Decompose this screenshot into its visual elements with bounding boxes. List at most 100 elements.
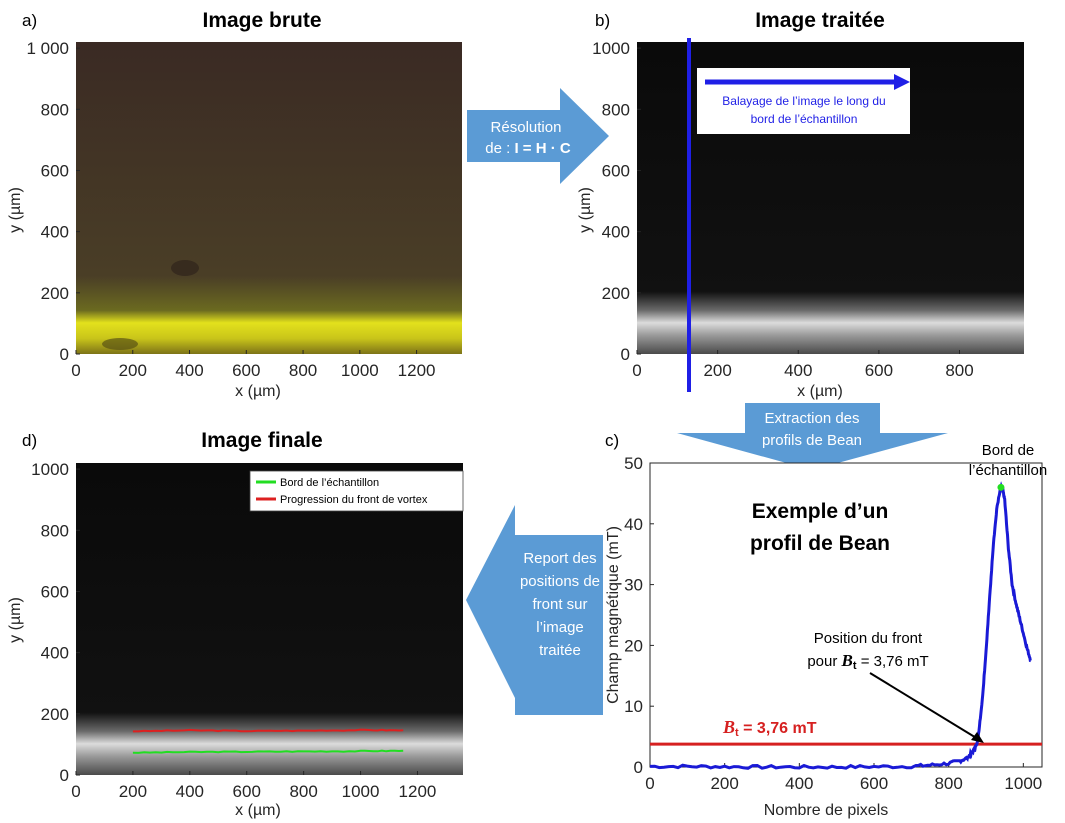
resolution-text-line1: Résolution [491,119,562,136]
vortex-front-line [132,728,404,733]
y-tick-label: 1000 [31,460,69,479]
front-note-line2: pour Bt = 3,76 mT [807,651,928,672]
y-tick-label: 20 [624,636,643,655]
raw-image-defect [102,338,138,350]
panel-b-xlabel: x (µm) [797,383,843,400]
y-tick-label: 800 [41,100,69,119]
scan-note-line1: Balayage de l’image le long du [722,94,885,108]
legend-edge-label: Bord de l’échantillon [280,477,379,489]
panel-a-xlabel: x (µm) [235,383,281,400]
x-tick-label: 400 [785,774,813,793]
extraction-text-line2: profils de Bean [762,432,862,449]
y-tick-label: 30 [624,576,643,595]
x-tick-label: 600 [232,361,260,380]
resolution-formula: I = H · C [514,140,570,157]
panel-c-xlabel: Nombre de pixels [764,802,889,819]
panel-b-title: Image traitée [755,9,885,32]
x-tick-label: 200 [710,774,738,793]
report-text-line3: front sur [532,596,587,613]
front-note-suffix: = 3,76 mT [857,653,929,670]
extraction-arrow-shape [677,403,948,470]
x-tick-label: 1000 [1004,774,1042,793]
front-pointer-line [869,672,979,740]
y-tick-label: 1000 [592,39,630,58]
resolution-text-prefix: de : [485,140,514,157]
y-tick-label: 600 [41,582,69,601]
x-tick-label: 600 [233,782,261,801]
scan-note-box [697,68,910,134]
x-tick-label: 800 [289,361,317,380]
x-tick-label: 200 [119,782,147,801]
front-note-prefix: pour [807,653,841,670]
panel-d-ylabel: y (µm) [7,597,24,643]
panel-d-letter: d) [22,431,37,450]
x-tick-label: 200 [703,361,731,380]
report-arrow-shape [466,505,603,715]
sample-edge-line [132,749,404,754]
report-text-line2: positions de [520,573,600,590]
y-tick-label: 200 [41,705,69,724]
front-pointer-head [971,732,984,743]
y-tick-label: 600 [41,161,69,180]
x-tick-label: 800 [289,782,317,801]
resolution-arrow: Résolution de : I = H · C [467,88,609,184]
x-tick-label: 200 [119,361,147,380]
x-tick-label: 0 [71,361,80,380]
report-text-line4: l’image [536,619,584,636]
threshold-sub: t [735,727,739,739]
x-tick-label: 0 [71,782,80,801]
sample-edge-point [997,483,1005,491]
scan-arrow-head [894,74,910,90]
y-tick-label: 0 [60,766,69,785]
extraction-arrow: Extraction des profils de Bean [677,403,948,470]
x-tick-label: 0 [645,774,654,793]
x-tick-label: 1200 [398,361,436,380]
y-tick-label: 50 [624,454,643,473]
raw-image [76,42,462,354]
resolution-arrow-shape [467,88,609,184]
x-tick-label: 0 [632,361,641,380]
y-tick-label: 400 [41,644,69,663]
x-tick-label: 600 [865,361,893,380]
panel-b-letter: b) [595,11,610,30]
y-tick-label: 10 [624,697,643,716]
front-note-symbol: B [841,651,853,670]
profile-heading-line1: Exemple d’un [752,500,889,523]
panel-d-title: Image finale [201,429,322,452]
panel-d: d) Image finale Bord de l’échantillon Pr… [7,429,464,819]
report-text-line1: Report des [523,550,596,567]
panel-d-legend [249,470,464,512]
edge-note-line2: l’échantillon [969,462,1047,479]
x-tick-label: 400 [175,361,203,380]
report-text-line5: traitée [539,642,581,659]
extraction-text-line1: Extraction des [764,410,859,427]
y-tick-label: 0 [621,345,630,364]
scan-note-line2: bord de l’échantillon [751,112,858,126]
threshold-value: = 3,76 mT [739,720,817,737]
x-tick-label: 400 [176,782,204,801]
x-tick-label: 800 [945,361,973,380]
x-tick-label: 1000 [342,782,380,801]
y-tick-label: 40 [624,515,643,534]
x-tick-label: 1000 [341,361,379,380]
panel-a-letter: a) [22,11,37,30]
panel-d-xlabel: x (µm) [235,802,281,819]
y-tick-label: 800 [602,100,630,119]
threshold-symbol: B [722,717,735,737]
x-tick-label: 400 [784,361,812,380]
y-tick-label: 200 [602,284,630,303]
y-tick-label: 600 [602,161,630,180]
x-tick-label: 600 [860,774,888,793]
y-tick-label: 800 [41,521,69,540]
profile-heading-line2: profil de Bean [750,532,890,555]
front-note-line1: Position du front [814,630,923,647]
scan-line [687,38,691,392]
edge-note-line1: Bord de [982,442,1035,459]
report-arrow: Report des positions de front sur l’imag… [466,505,603,715]
y-tick-label: 400 [602,223,630,242]
